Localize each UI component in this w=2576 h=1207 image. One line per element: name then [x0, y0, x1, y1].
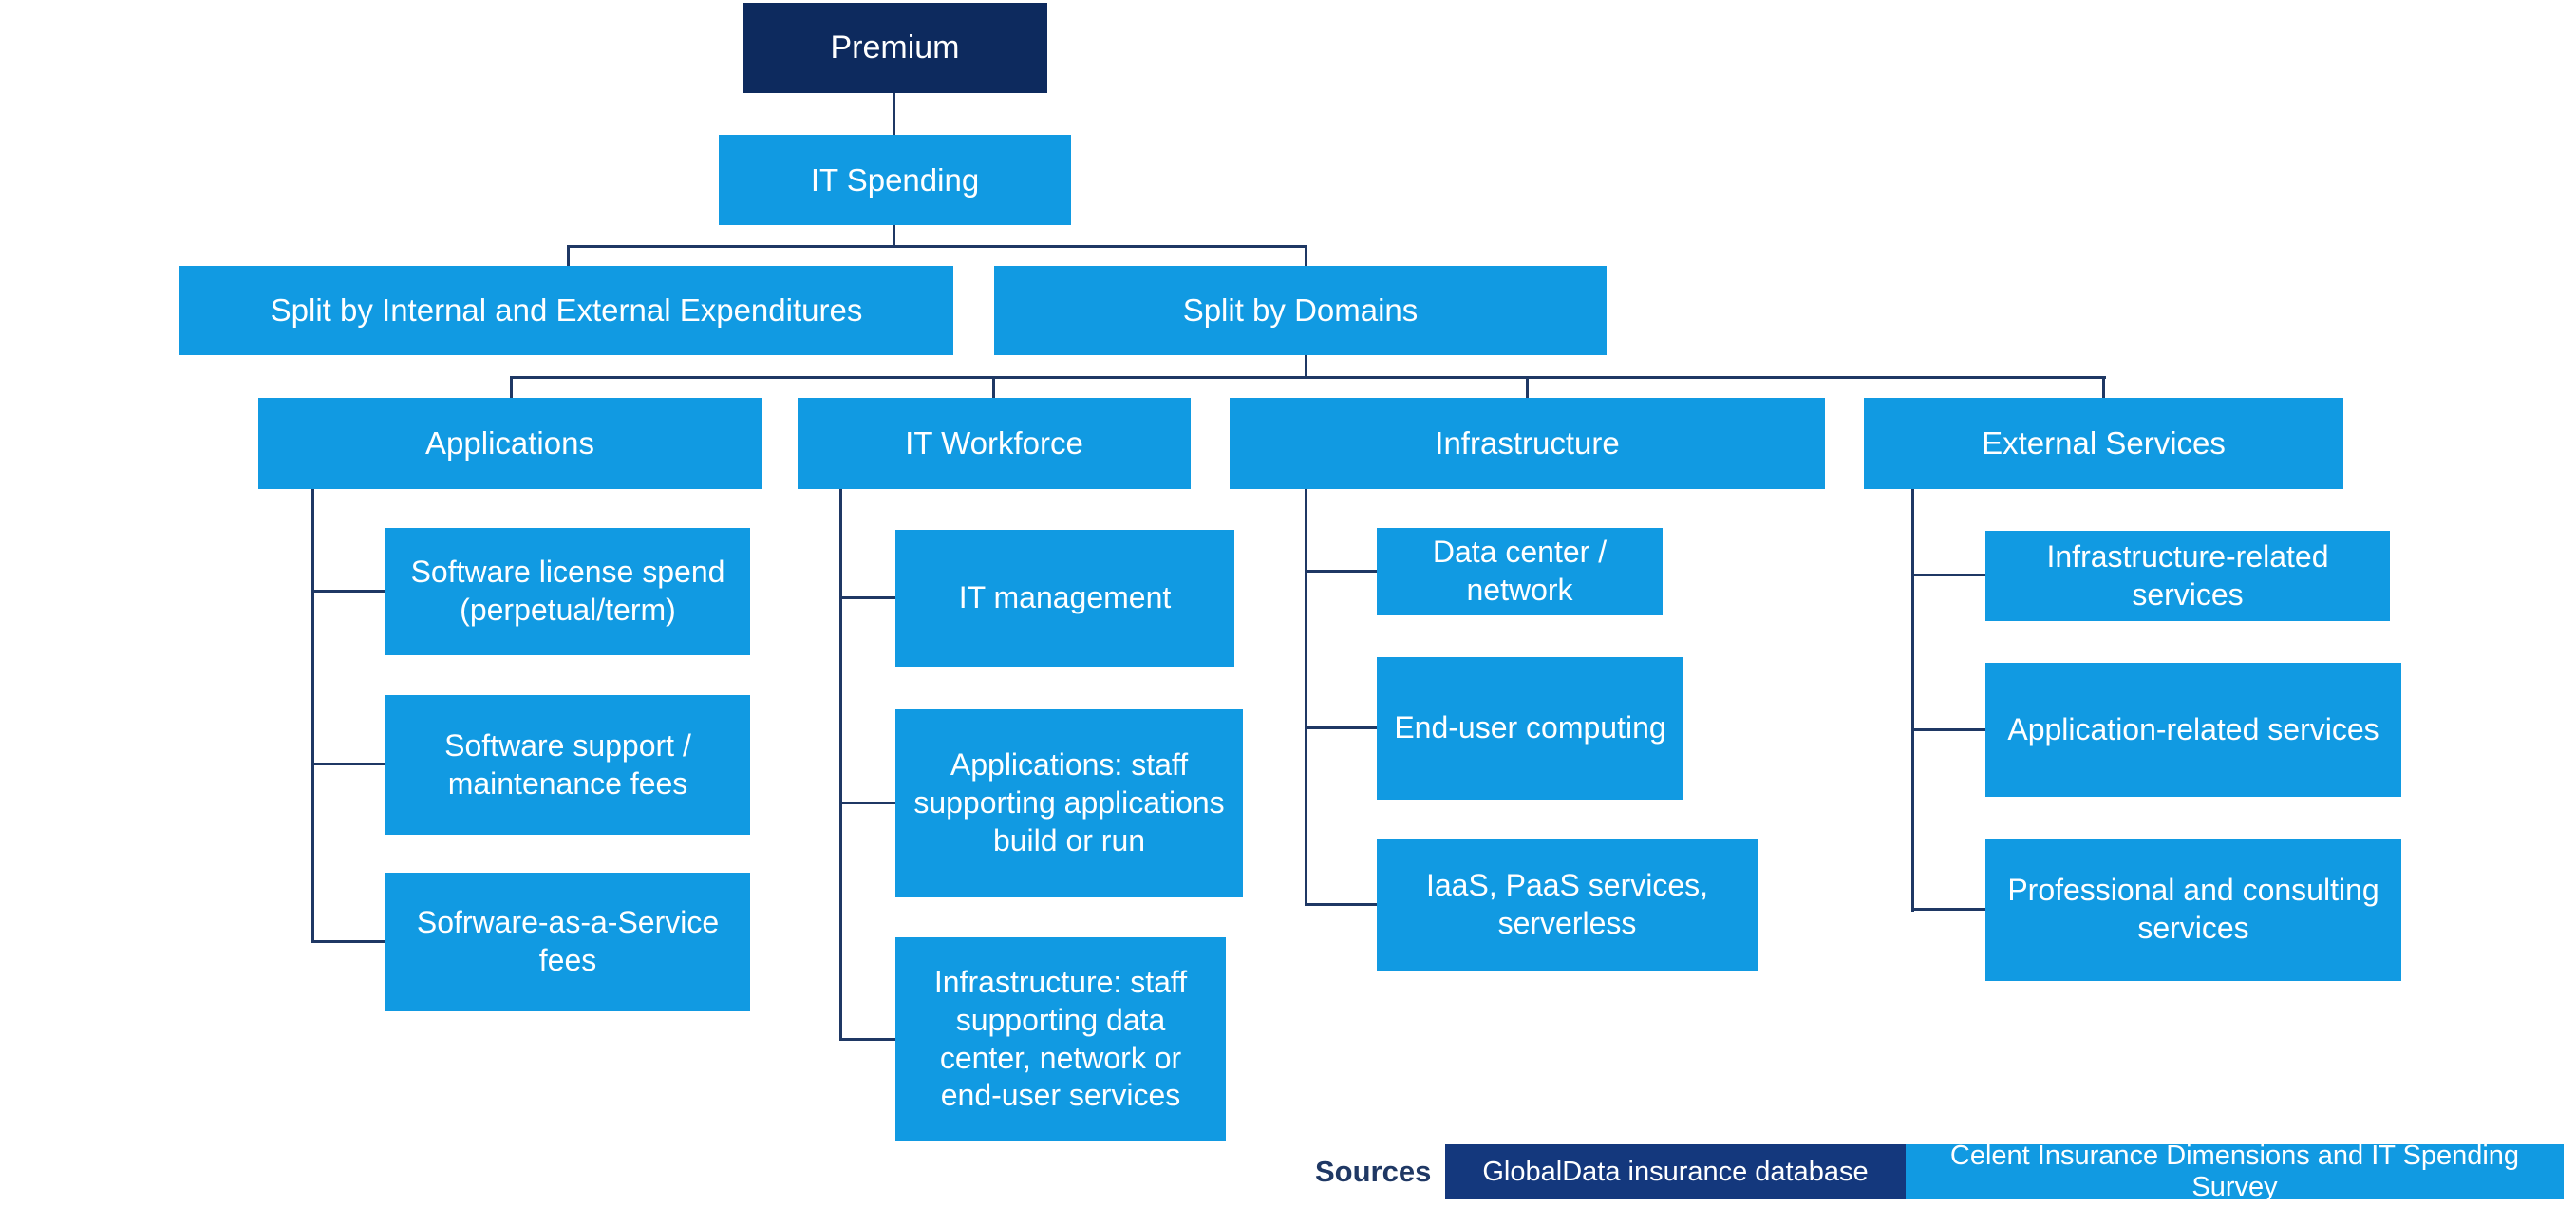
- node-premium: Premium: [743, 3, 1047, 93]
- connector-external-services-drop: [2102, 376, 2105, 398]
- connector-applications-stub-3: [314, 940, 385, 943]
- connector-external-services-stub-3: [1914, 908, 1985, 911]
- connector-infrastructure-trunk: [1305, 489, 1307, 906]
- leaf-software-license-spend: Software license spend (perpetual/term): [385, 528, 750, 655]
- leaf-application-related-services: Application-related services: [1985, 663, 2401, 797]
- connector-applications-trunk: [311, 489, 314, 943]
- leaf-it-management: IT management: [895, 530, 1234, 667]
- connector-it-workforce-drop: [992, 376, 995, 398]
- connector-it-workforce-stub-1: [842, 596, 895, 599]
- connector-applications-drop: [510, 376, 513, 398]
- connector-domains-riser: [1305, 355, 1307, 378]
- source-globaldata: GlobalData insurance database: [1445, 1144, 1906, 1199]
- connector-domains-bus: [510, 376, 2106, 379]
- node-it-workforce: IT Workforce: [798, 398, 1191, 489]
- source-celent: Celent Insurance Dimensions and IT Spend…: [1906, 1141, 2564, 1202]
- node-it-spending: IT Spending: [719, 135, 1071, 225]
- connector-applications-stub-2: [314, 763, 385, 765]
- connector-infrastructure-stub-3: [1307, 903, 1377, 906]
- node-infrastructure: Infrastructure: [1230, 398, 1825, 489]
- connector-external-services-stub-2: [1914, 728, 1985, 731]
- connector-it-workforce-trunk: [839, 489, 842, 1041]
- connector-split-internal-drop: [567, 245, 570, 266]
- connector-infrastructure-stub-2: [1307, 726, 1377, 729]
- leaf-infrastructure-related-services: Infrastructure-related services: [1985, 531, 2390, 621]
- connector-it-workforce-stub-2: [842, 802, 895, 804]
- leaf-applications-staff: Applications: staff supporting applicati…: [895, 709, 1243, 897]
- leaf-saas-fees: Sofrware-as-a-Service fees: [385, 873, 750, 1011]
- sources-label: Sources: [1315, 1155, 1432, 1188]
- connector-split-domains-drop: [1305, 245, 1307, 266]
- node-external-services: External Services: [1864, 398, 2343, 489]
- leaf-software-support-maintenance: Software support / maintenance fees: [385, 695, 750, 835]
- connector-applications-stub-1: [314, 590, 385, 593]
- connector-splits-bus: [567, 245, 1307, 248]
- connector-premium-drop: [893, 93, 895, 135]
- node-split-domains: Split by Domains: [994, 266, 1607, 355]
- connector-spending-riser: [893, 225, 895, 245]
- connector-infrastructure-stub-1: [1307, 570, 1377, 573]
- connector-external-services-trunk: [1911, 489, 1914, 912]
- connector-infrastructure-drop: [1526, 376, 1529, 398]
- node-applications: Applications: [258, 398, 762, 489]
- leaf-end-user-computing: End-user computing: [1377, 657, 1683, 800]
- leaf-infrastructure-staff: Infrastructure: staff supporting data ce…: [895, 937, 1226, 1141]
- leaf-data-center-network: Data center / network: [1377, 528, 1663, 615]
- connector-external-services-stub-1: [1914, 574, 1985, 576]
- connector-it-workforce-stub-3: [842, 1038, 895, 1041]
- node-split-internal-external: Split by Internal and External Expenditu…: [179, 266, 953, 355]
- leaf-professional-consulting-services: Professional and consulting services: [1985, 839, 2401, 981]
- leaf-iaas-paas-serverless: IaaS, PaaS services, serverless: [1377, 839, 1758, 971]
